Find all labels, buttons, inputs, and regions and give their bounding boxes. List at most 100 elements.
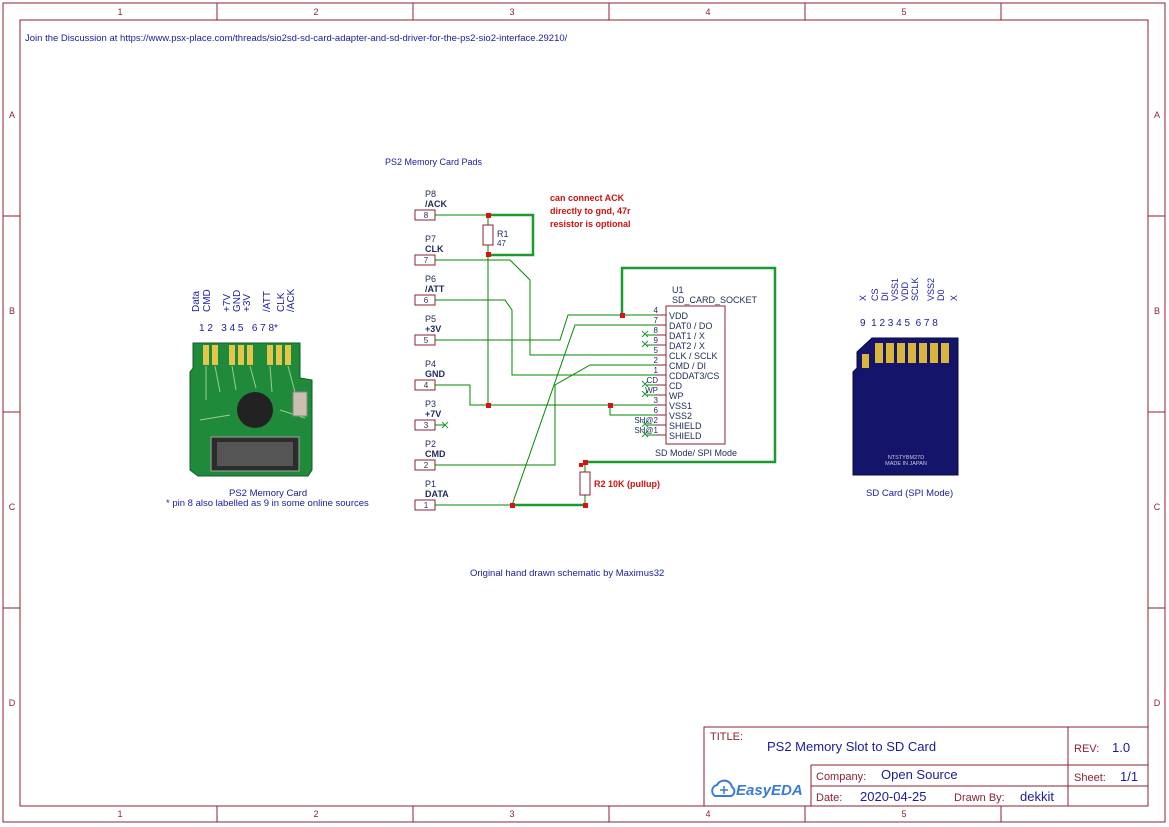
- ps2-pin-label: Data: [191, 290, 202, 312]
- ps2-card-pin-labels: Data CMD +7V GND +3V /ATT CLK /ACK: [191, 288, 297, 312]
- ps2-pin-label: +3V: [242, 294, 253, 312]
- col-label-bottom: 1: [117, 809, 122, 819]
- pad-labels: P8 /ACK P7 CLK P6 /ATT P5 +3V P4 GND P3 …: [425, 189, 449, 499]
- ps2-card-diagram: Data CMD +7V GND +3V /ATT CLK /ACK 1 2 3…: [166, 288, 369, 509]
- u1-pin-labels: VDD DAT0 / DO DAT1 / X DAT2 / X CLK / SC…: [669, 311, 719, 441]
- pad-number: 6: [424, 296, 429, 305]
- pad-signal: CMD: [425, 449, 446, 459]
- ps2-pin-label: /ACK: [286, 288, 297, 312]
- original-schematic-note: Original hand drawn schematic by Maximus…: [470, 568, 664, 579]
- pads-title: PS2 Memory Card Pads: [385, 157, 483, 167]
- sd-pin-label: X: [858, 295, 868, 301]
- u1-pin-number: 3: [654, 396, 659, 405]
- date-label: Date:: [816, 792, 842, 804]
- ps2-pin-label: CMD: [202, 289, 213, 312]
- u1-pin-numbers: 4 7 8 9 5 2 1 CD WP 3 6 SH@2 SH@1: [634, 306, 658, 435]
- col-label-top: 5: [901, 7, 906, 17]
- u1-ref: U1: [672, 285, 684, 295]
- company-value: Open Source: [881, 767, 958, 782]
- ps2-card-traces: [199, 365, 306, 421]
- sd-pin-numbers: 9 1 2 3 4 5 6 7 8: [860, 318, 938, 329]
- sd-card-contacts: [862, 343, 949, 368]
- u1-pin-label: SHIELD: [669, 431, 702, 441]
- pad-name: P3: [425, 399, 436, 409]
- ack-note-line: resistor is optional: [550, 219, 631, 229]
- pad-number: 8: [424, 211, 429, 220]
- col-label-top: 1: [117, 7, 122, 17]
- pad-number: 3: [424, 421, 429, 430]
- ps2-card-caption: PS2 Memory Card: [229, 488, 307, 499]
- col-label-bottom: 4: [705, 809, 710, 819]
- ack-note: can connect ACK directly to gnd, 47r res…: [550, 193, 631, 229]
- r2-label: R2 10K (pullup): [594, 479, 660, 489]
- u1-pin-lines: [656, 314, 666, 436]
- pad-name: P4: [425, 359, 436, 369]
- u1-pin-label: WP: [669, 391, 684, 401]
- pad-number: 4: [424, 381, 429, 390]
- ack-note-line: directly to gnd, 47r: [550, 206, 631, 216]
- pad-signal: GND: [425, 369, 446, 379]
- ps2-pin-label: /ATT: [262, 291, 273, 312]
- pad-name: P2: [425, 439, 436, 449]
- row-label-right: B: [1154, 306, 1160, 316]
- sd-pin-label: SCLK: [910, 277, 920, 301]
- title-value: PS2 Memory Slot to SD Card: [767, 739, 936, 754]
- easyeda-logo: EasyEDA: [711, 779, 803, 799]
- sd-card-diagram: X CS DI VSS1 VDD SCLK VSS2 D0 X 9 1 2 3 …: [852, 277, 959, 499]
- pad-signal: /ACK: [425, 199, 447, 209]
- sheet-label: Sheet:: [1074, 772, 1106, 784]
- junctions: [486, 213, 625, 508]
- ps2-card-crystal: [292, 391, 308, 417]
- sd-pin-label: X: [949, 295, 959, 301]
- pad-number: 2: [424, 461, 429, 470]
- sd-card-print: NTSTYBM27D: [888, 455, 924, 461]
- drawn-by-label: Drawn By:: [954, 792, 1005, 804]
- net-traces: [488, 213, 777, 507]
- pad-number: 1: [424, 501, 429, 510]
- sd-card-caption: SD Card (SPI Mode): [866, 488, 953, 499]
- sd-card-pin-labels: X CS DI VSS1 VDD SCLK VSS2 D0 X: [858, 277, 959, 301]
- u1-pin-label: VSS1: [669, 401, 692, 411]
- u1-name: SD_CARD_SOCKET: [672, 295, 758, 305]
- u1-pin-number: 1: [654, 366, 659, 375]
- sd-pin-label: VSS2: [926, 278, 936, 301]
- discussion-link[interactable]: Join the Discussion at https://www.psx-p…: [25, 33, 568, 44]
- pad-name: P8: [425, 189, 436, 199]
- company-label: Company:: [816, 771, 866, 783]
- u1-pin-label: VDD: [669, 311, 689, 321]
- u1-pin-number: 9: [654, 336, 659, 345]
- sd-pin-label: D0: [936, 289, 946, 301]
- u1-pin-label: DAT2 / X: [669, 341, 705, 351]
- u1-pin-label: DAT0 / DO: [669, 321, 712, 331]
- sd-card-body: [852, 337, 959, 476]
- row-label-right: D: [1154, 698, 1161, 708]
- ps2-card-chip-blob: [237, 392, 273, 428]
- pad-numbers: 8 7 6 5 4 3 2 1: [424, 211, 429, 510]
- u1-pin-number: 6: [654, 406, 659, 415]
- col-label-bottom: 2: [313, 809, 318, 819]
- u1-pin-label: CDDAT3/CS: [669, 371, 719, 381]
- sd-pin-label: CS: [870, 288, 880, 301]
- cloud-icon: [711, 779, 736, 797]
- pad-signal: DATA: [425, 489, 449, 499]
- u1-pin-label: DAT1 / X: [669, 331, 705, 341]
- col-label-bottom: 3: [509, 809, 514, 819]
- u1-body: [665, 305, 726, 445]
- title-label: TITLE:: [710, 731, 743, 743]
- sd-pin-label: VSS1: [890, 278, 900, 301]
- u1-pin-label: CMD / DI: [669, 361, 706, 371]
- pad-name: P5: [425, 314, 436, 324]
- easyeda-wordmark: EasyEDA: [736, 782, 803, 799]
- row-label-left: A: [9, 110, 15, 120]
- title-block: TITLE: PS2 Memory Slot to SD Card REV: 1…: [703, 726, 1149, 807]
- pad-name: P7: [425, 234, 436, 244]
- u1-pin-number: 7: [654, 316, 659, 325]
- wires: [435, 214, 656, 506]
- sd-pin-label: DI: [880, 292, 890, 301]
- row-label-left: D: [9, 698, 16, 708]
- r1-ref: R1: [497, 229, 509, 239]
- row-label-right: C: [1154, 502, 1161, 512]
- u1-pin-number: 4: [654, 306, 659, 315]
- u1-pin-label: CLK / SCLK: [669, 351, 718, 361]
